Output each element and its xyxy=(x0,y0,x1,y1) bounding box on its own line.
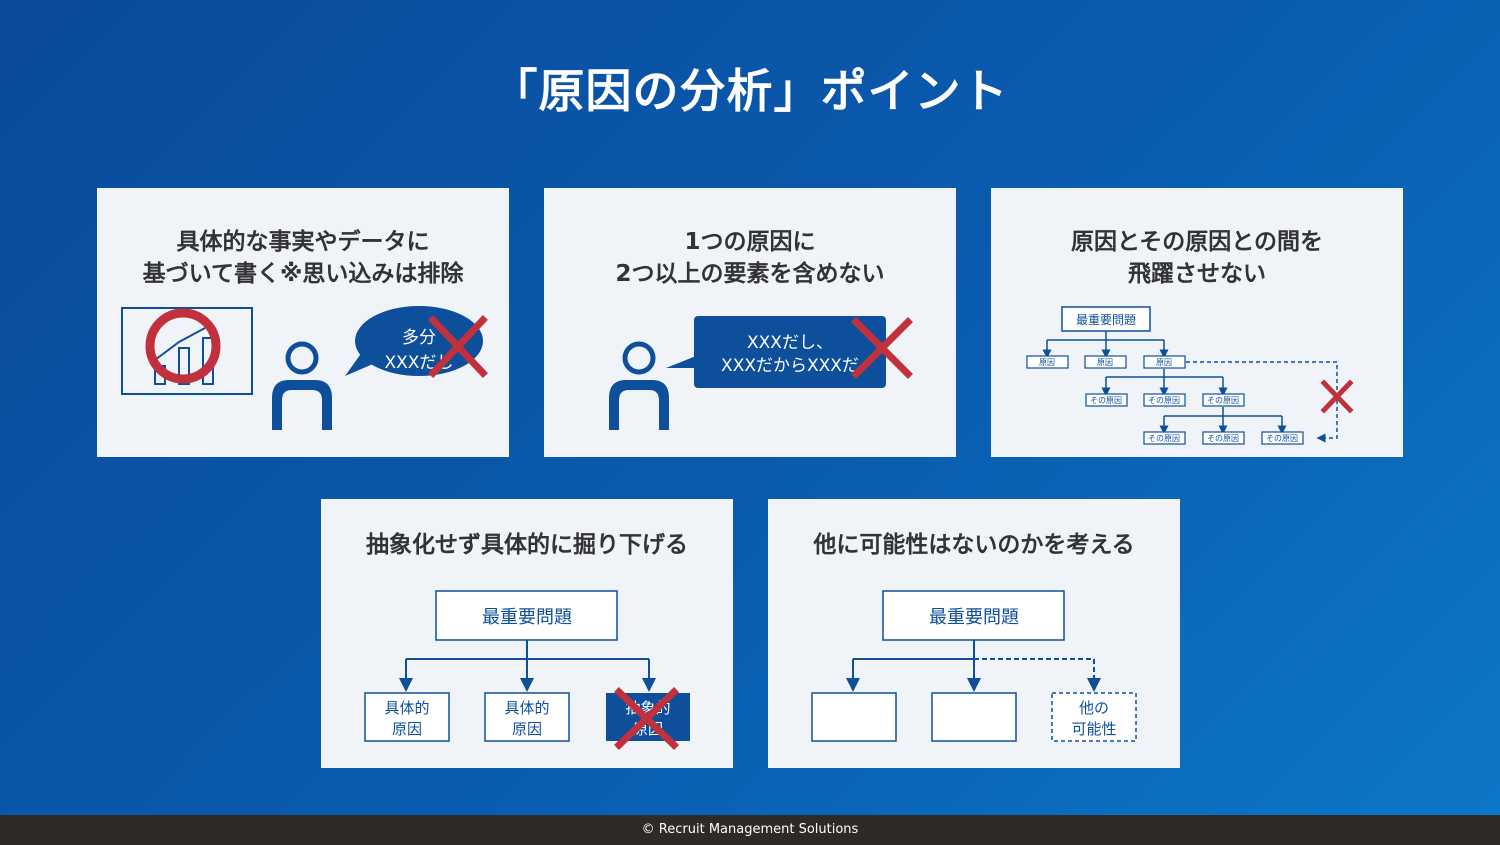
card-concrete-dig: 抽象化せず具体的に掘り下げる 最重要問題 具体的 原因 具体的 原因 抽象的 原… xyxy=(321,499,733,768)
cross-icon xyxy=(614,687,679,750)
top-node-label: 最重要問題 xyxy=(1076,313,1136,327)
card-title-line: 具体的な事実やデータに xyxy=(176,229,430,255)
copyright-footer: © Recruit Management Solutions xyxy=(0,815,1500,845)
card-no-leap: 原因とその原因との間を 飛躍させない 最重要問題 xyxy=(991,188,1403,457)
card-title-line: 基づいて書く※思い込みは排除 xyxy=(142,261,464,287)
box-label: 具体的 xyxy=(384,699,429,717)
card-other-possibilities: 他に可能性はないのかを考える 最重要問題 他の 可能性 xyxy=(768,499,1180,768)
top-node xyxy=(882,590,1065,641)
bubble-text: 多分 xyxy=(402,328,436,348)
card-title: 抽象化せず具体的に掘り下げる xyxy=(366,532,688,558)
cause-node: 原因 xyxy=(1156,358,1172,367)
concrete-cause-box xyxy=(364,692,450,742)
speech-bubble: XXXだし、 XXXだからXXXだ xyxy=(666,316,886,388)
sub-cause-node: その原因 xyxy=(1148,434,1180,443)
card-title: 1つの原因に 2つ以上の要素を含めない xyxy=(544,226,956,290)
cause-box xyxy=(931,692,1017,742)
slide-title: 「原因の分析」ポイント xyxy=(491,64,1009,118)
top-node xyxy=(1061,306,1151,332)
box-label: 他の xyxy=(1079,699,1109,717)
sub-cause-node: その原因 xyxy=(1148,396,1180,405)
card-title: 具体的な事実やデータに 基づいて書く※思い込みは排除 xyxy=(97,226,509,290)
card-title-line: 1つの原因に xyxy=(684,229,816,255)
person-icon xyxy=(272,341,332,430)
cause-node: 原因 xyxy=(1039,358,1055,367)
bubble-text: XXXだからXXXだ xyxy=(721,356,859,376)
single-element-illustration: XXXだし、 XXXだからXXXだ xyxy=(609,316,913,430)
ok-circle-icon xyxy=(145,308,221,384)
sub-cause-node: その原因 xyxy=(1090,396,1122,405)
cross-icon xyxy=(851,317,913,379)
other-possibility-box xyxy=(1051,692,1137,742)
cause-tree-diagram: 最重要問題 xyxy=(1026,306,1354,445)
possibility-tree-diagram: 最重要問題 他の 可能性 xyxy=(811,590,1137,742)
facts-illustration: 多分 XXXだし xyxy=(121,306,488,430)
card-title-line: 原因とその原因との間を xyxy=(1070,229,1324,255)
person-icon xyxy=(609,341,669,430)
card-title-line: 飛躍させない xyxy=(1128,261,1266,287)
top-node-label: 最重要問題 xyxy=(929,607,1019,628)
top-node-label: 最重要問題 xyxy=(482,607,572,628)
box-label: 原因 xyxy=(512,720,542,738)
concrete-cause-box xyxy=(484,692,570,742)
box-label: 具体的 xyxy=(504,699,549,717)
box-label: 原因 xyxy=(392,720,422,738)
card-facts: 具体的な事実やデータに 基づいて書く※思い込みは排除 多分 XXXだし xyxy=(97,188,509,457)
card-single-element: 1つの原因に 2つ以上の要素を含めない XXXだし、 XXXだからXXXだ xyxy=(544,188,956,457)
cause-box xyxy=(811,692,897,742)
cross-icon xyxy=(1320,379,1354,414)
chart-icon xyxy=(121,307,253,395)
sub-cause-node: その原因 xyxy=(1207,396,1239,405)
cause-node: 原因 xyxy=(1097,358,1113,367)
card-title: 原因とその原因との間を 飛躍させない xyxy=(991,226,1403,290)
top-node xyxy=(435,590,618,641)
box-label: 可能性 xyxy=(1071,720,1116,738)
sub-cause-node: その原因 xyxy=(1207,434,1239,443)
card-title-line: 2つ以上の要素を含めない xyxy=(615,261,885,287)
cross-icon xyxy=(428,315,488,378)
sub-cause-node: その原因 xyxy=(1266,434,1298,443)
concrete-tree-diagram: 最重要問題 具体的 原因 具体的 原因 抽象的 原因 xyxy=(364,590,690,750)
card-title: 他に可能性はないのかを考える xyxy=(813,532,1135,558)
bubble-text: XXXだし、 xyxy=(747,333,833,353)
